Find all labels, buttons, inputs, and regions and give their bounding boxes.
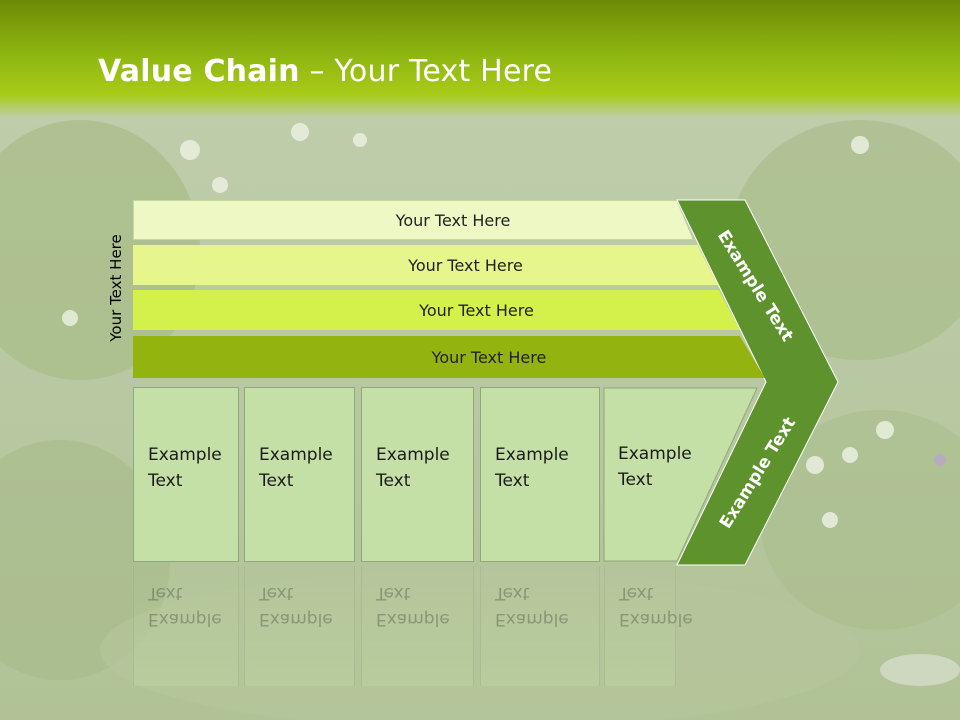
activity-box-4-label: Example Text [495,445,569,491]
activity-box-5: Example Text [604,387,764,562]
value-row-1: Your Text Here [133,200,693,240]
activity-box-1: Example Text [133,387,239,562]
page-title: Value Chain – Your Text Here [98,54,552,89]
activity-box-3: Example Text [361,387,474,562]
activity-box-1-label: Example Text [148,445,222,491]
title-rest: – Your Text Here [299,54,553,89]
activity-box-2: Example Text [244,387,355,562]
activity-box-3-label: Example Text [376,445,450,491]
value-row-4: Your Text Here [133,336,765,378]
value-row-3-label: Your Text Here [419,300,534,320]
chevron-shape [676,199,839,566]
header-band [0,0,960,118]
activity-box-2-label: Example Text [259,445,333,491]
title-bold: Value Chain [98,54,300,89]
activity-box-5-label: Example Text [618,444,692,490]
value-row-4-label: Your Text Here [431,347,547,367]
value-row-3: Your Text Here [133,290,740,330]
value-row-2: Your Text Here [133,245,718,285]
value-row-1-label: Your Text Here [395,210,511,230]
value-row-2-label: Your Text Here [408,255,523,275]
activity-box-4: Example Text [480,387,600,562]
